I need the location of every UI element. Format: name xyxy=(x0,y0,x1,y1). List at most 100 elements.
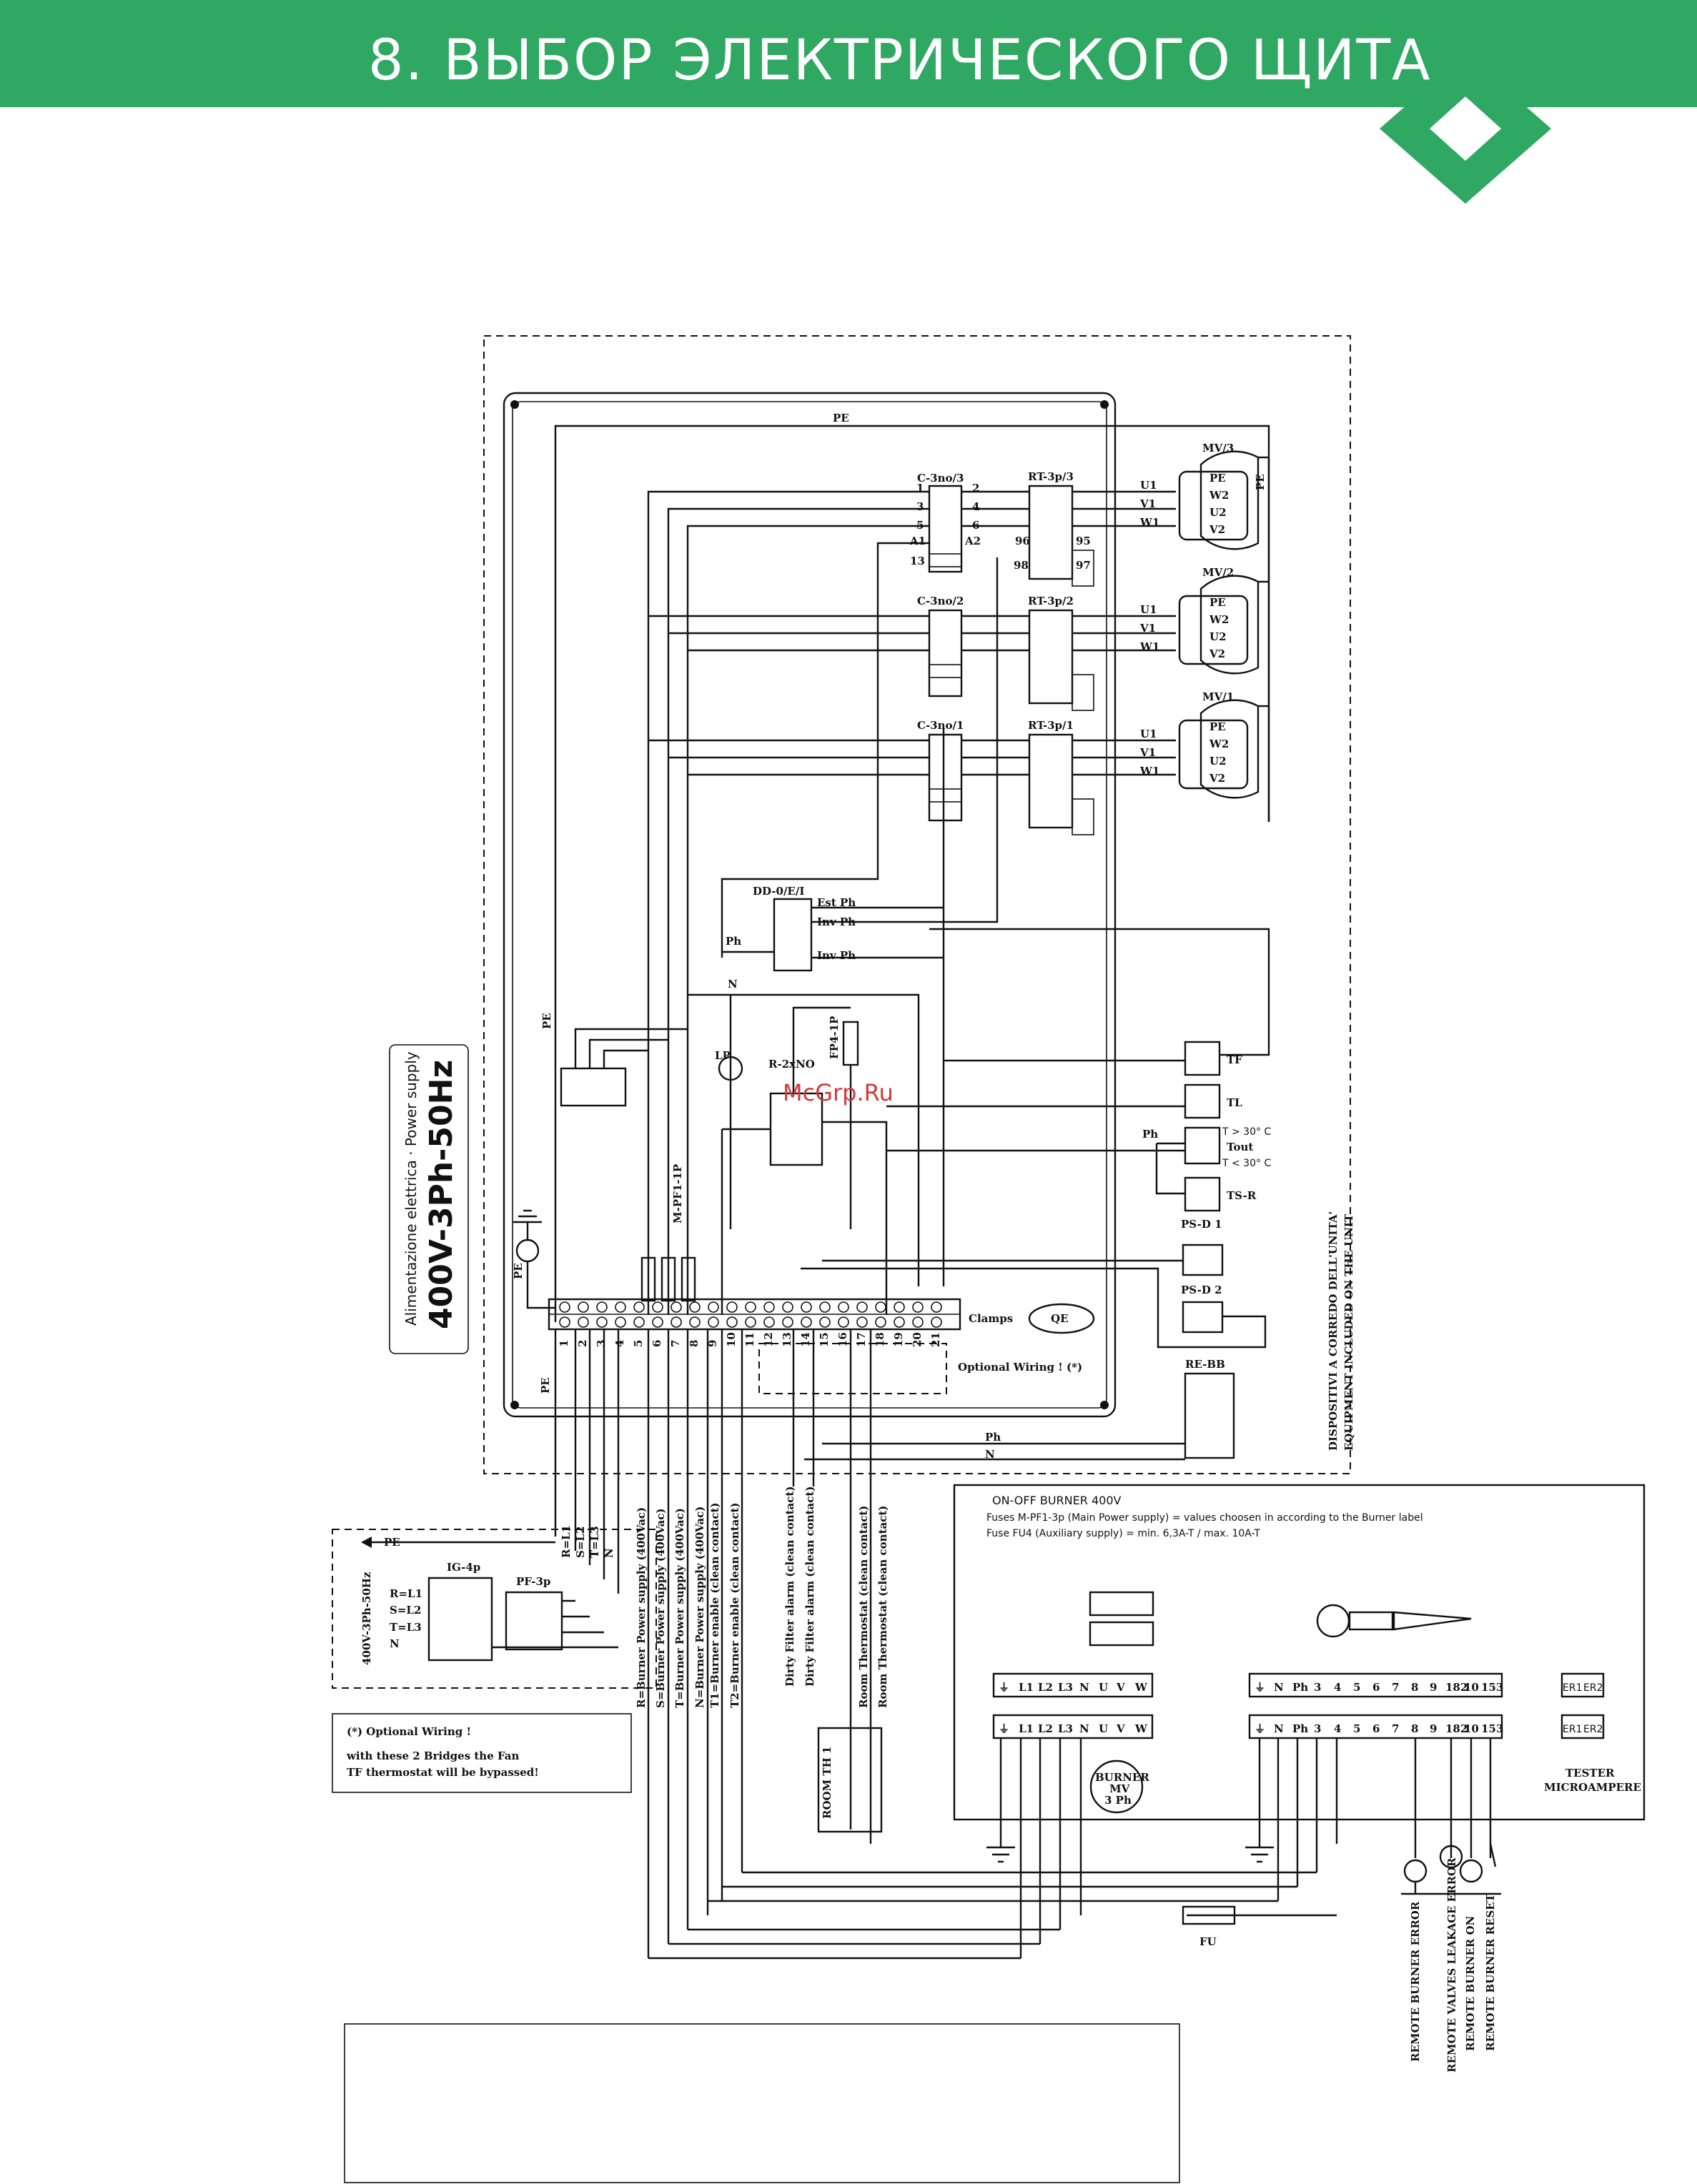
svg-text:MV/2: MV/2 xyxy=(1202,566,1234,579)
svg-text:PF-3p: PF-3p xyxy=(516,1575,550,1588)
clamp-terminal xyxy=(801,1301,812,1313)
svg-text:A1: A1 xyxy=(909,535,926,547)
svg-text:⏚: ⏚ xyxy=(1255,1722,1265,1735)
clamp-terminal xyxy=(559,1316,570,1328)
svg-text:V2: V2 xyxy=(1209,772,1225,785)
svg-text:4: 4 xyxy=(1334,1681,1341,1694)
clamp-terminal xyxy=(838,1301,849,1313)
clamp-number: 7 xyxy=(669,1340,682,1347)
burner-power-terminals: ⏚ L1 L2 L3 N U V W ⏚ L1 L2 L3 N U V W xyxy=(992,1672,1154,1739)
svg-text:S=L2: S=L2 xyxy=(574,1527,587,1558)
svg-text:⏚: ⏚ xyxy=(999,1722,1009,1735)
svg-text:A2: A2 xyxy=(964,535,981,547)
svg-text:DISPOSITIVI A CORREDO DELL'UNI: DISPOSITIVI A CORREDO DELL'UNITA' xyxy=(1327,1211,1340,1451)
svg-text:W: W xyxy=(1134,1722,1148,1735)
svg-text:FU: FU xyxy=(1199,1935,1217,1948)
svg-text:BURNER: BURNER xyxy=(1095,1771,1149,1784)
svg-text:9: 9 xyxy=(1430,1722,1437,1735)
svg-text:S=L2: S=L2 xyxy=(390,1604,421,1617)
svg-text:TF thermostat will be bypassed: TF thermostat will be bypassed! xyxy=(347,1766,539,1779)
thermostat-tout: Tout T > 30° C T < 30° C Ph xyxy=(1142,1126,1271,1169)
clamp-terminal xyxy=(782,1301,793,1313)
svg-text:RT-3p/1: RT-3p/1 xyxy=(1028,719,1074,732)
svg-text:Ph: Ph xyxy=(726,935,741,948)
clamp-number: 3 xyxy=(595,1340,608,1347)
svg-text:R-2xNO: R-2xNO xyxy=(768,1058,815,1071)
burner-motor: BURNER MV 3 Ph xyxy=(1089,1759,1149,1814)
svg-text:Dirty Filter alarm (clean cont: Dirty Filter alarm (clean contact) xyxy=(803,1486,816,1687)
lamp-lp: LP xyxy=(715,1049,743,1081)
svg-text:96: 96 xyxy=(1015,535,1030,547)
svg-text:W1: W1 xyxy=(1139,640,1159,653)
fan-motor-2: MV/2 U1 V1 W1 PE W2 U2 V2 xyxy=(1139,566,1260,675)
svg-text:EQUIPMENT INCLUDED ON THE UNIT: EQUIPMENT INCLUDED ON THE UNIT xyxy=(1342,1213,1355,1451)
microampere-tester: ER1 ER2 ER1 ER2 TESTER MICROAMPERE xyxy=(1544,1672,1641,1794)
svg-text:W1: W1 xyxy=(1139,765,1159,778)
clamp-terminal xyxy=(596,1316,608,1328)
svg-text:T2=Burner enable (clean contac: T2=Burner enable (clean contact) xyxy=(728,1502,741,1708)
svg-text:T1=Burner enable (clean contac: T1=Burner enable (clean contact) xyxy=(708,1502,721,1708)
clamp-number: 14 xyxy=(799,1332,812,1347)
clamp-number: 19 xyxy=(892,1332,905,1347)
svg-text:MV: MV xyxy=(1109,1782,1130,1795)
svg-text:M-PF1-1P: M-PF1-1P xyxy=(671,1164,684,1223)
clamp-terminal xyxy=(931,1301,942,1313)
power-supply-label-box xyxy=(389,1044,469,1354)
rebb-device: RE-BB xyxy=(1184,1358,1235,1459)
svg-text:6: 6 xyxy=(1372,1681,1380,1694)
burner-aux-terminals: ⏚ N Ph 3 4 5 6 7 8 9 182 10 153 ⏚ N Ph 3… xyxy=(1248,1672,1503,1739)
clamp-number: 18 xyxy=(874,1332,886,1347)
svg-text:98: 98 xyxy=(1014,559,1029,572)
clamp-terminal xyxy=(633,1301,645,1313)
svg-text:⏚: ⏚ xyxy=(999,1681,1009,1694)
clamp-number: 20 xyxy=(911,1332,924,1347)
clamp-terminal xyxy=(801,1316,812,1328)
svg-text:N: N xyxy=(603,1548,615,1558)
contactor-3: C-3no/3 xyxy=(917,472,964,573)
svg-text:Ph: Ph xyxy=(1292,1681,1308,1694)
svg-text:10: 10 xyxy=(1464,1722,1479,1735)
selector-switch: DD-0/E/I Est Ph Inv Ph Inv Ph Ph xyxy=(726,885,856,972)
svg-text:(*) Optional Wiring !: (*) Optional Wiring ! xyxy=(347,1725,471,1738)
clamp-terminal xyxy=(596,1301,608,1313)
clamp-terminal xyxy=(652,1301,663,1313)
svg-text:Dirty Filter alarm (clean cont: Dirty Filter alarm (clean contact) xyxy=(783,1486,796,1687)
header-banner xyxy=(0,0,1697,107)
svg-text:ER2: ER2 xyxy=(1583,1724,1603,1735)
svg-text:9: 9 xyxy=(1430,1681,1437,1694)
svg-text:V: V xyxy=(1116,1681,1125,1694)
svg-text:L2: L2 xyxy=(1038,1722,1053,1735)
svg-text:4: 4 xyxy=(972,500,979,513)
clamp-number: 16 xyxy=(836,1332,849,1347)
svg-text:Ph: Ph xyxy=(1292,1722,1308,1735)
clamp-terminal xyxy=(578,1316,589,1328)
svg-text:N: N xyxy=(390,1637,400,1650)
svg-text:ER1: ER1 xyxy=(1563,1682,1582,1694)
clamp-terminal xyxy=(875,1301,886,1313)
fuse-fu: FU xyxy=(1182,1905,1236,1948)
pressure-switch-2: PS-D 2 xyxy=(1181,1284,1224,1334)
clamp-terminal xyxy=(708,1301,719,1313)
svg-text:V1: V1 xyxy=(1139,497,1156,510)
clamp-terminal xyxy=(763,1316,775,1328)
watermark: McGrp.Ru xyxy=(783,1079,894,1106)
clamp-terminal xyxy=(745,1301,756,1313)
contactor-2: C-3no/2 xyxy=(917,595,964,698)
svg-text:153: 153 xyxy=(1481,1681,1503,1694)
clamp-terminal xyxy=(689,1316,701,1328)
svg-text:5: 5 xyxy=(916,519,924,532)
svg-text:C-3no/2: C-3no/2 xyxy=(917,595,964,607)
svg-text:Tout: Tout xyxy=(1227,1141,1253,1153)
svg-text:MV/3: MV/3 xyxy=(1202,442,1234,455)
svg-text:U2: U2 xyxy=(1209,630,1227,643)
svg-text:REMOTE VALVES LEAKAGE ERROR: REMOTE VALVES LEAKAGE ERROR xyxy=(1445,1857,1458,2073)
svg-text:ER1: ER1 xyxy=(1563,1724,1582,1735)
clamp-terminal xyxy=(578,1301,589,1313)
clamp-number: 17 xyxy=(855,1332,868,1347)
svg-text:N: N xyxy=(1079,1681,1089,1694)
svg-text:S=Burner Power supply (400Vac): S=Burner Power supply (400Vac) xyxy=(654,1508,667,1708)
svg-text:N: N xyxy=(1274,1681,1284,1694)
clamp-terminal xyxy=(559,1301,570,1313)
optional-wiring-note: (*) Optional Wiring ! with these 2 Bridg… xyxy=(332,1713,632,1793)
